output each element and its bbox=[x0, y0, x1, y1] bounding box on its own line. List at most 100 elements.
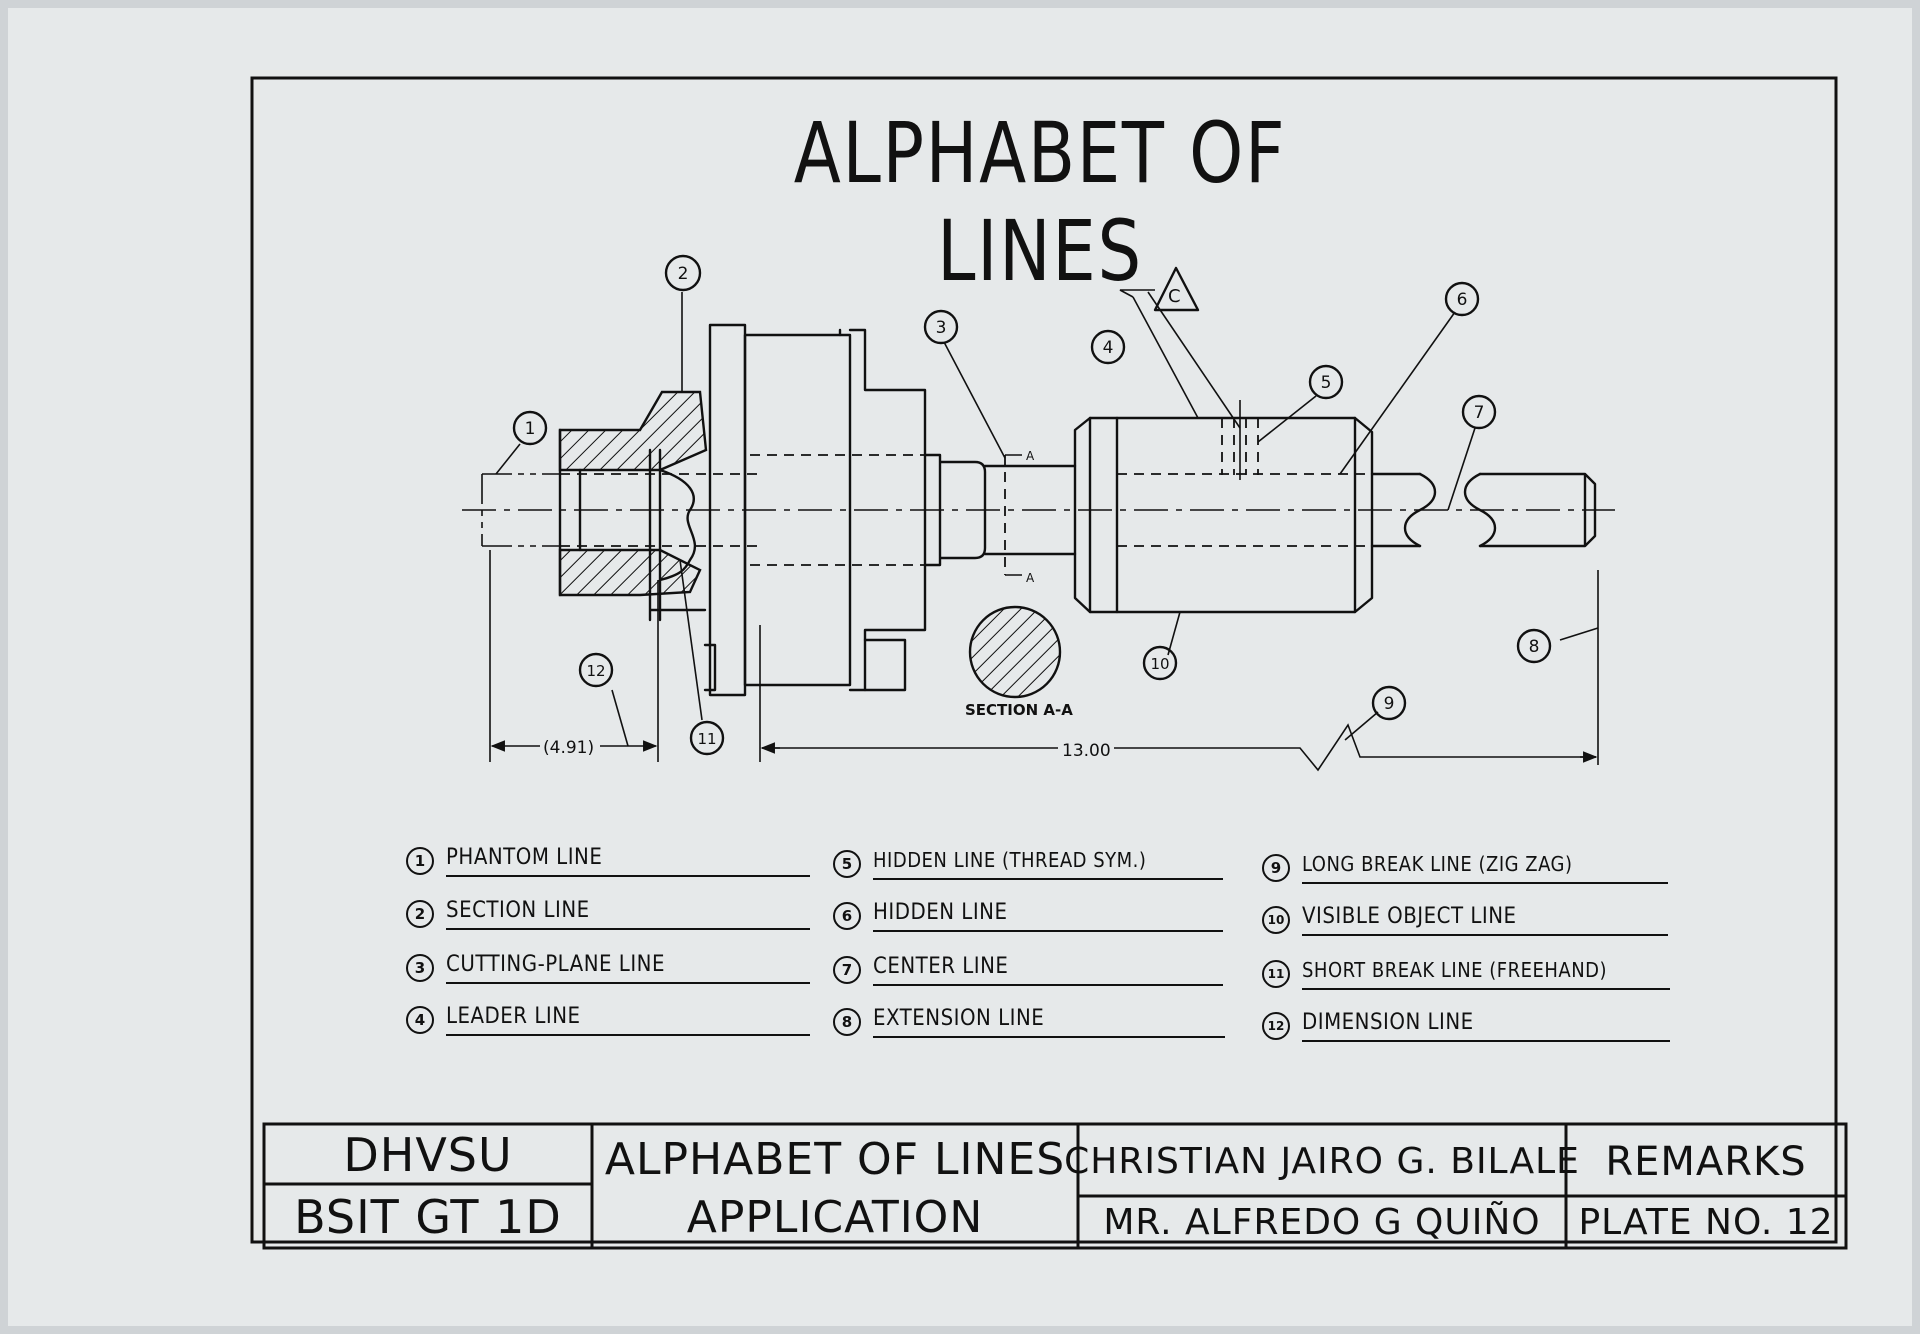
legend-item-4: 4 LEADER LINE bbox=[406, 1004, 810, 1038]
flange-hidden bbox=[750, 454, 925, 566]
legend-label: HIDDEN LINE (THREAD SYM.) bbox=[873, 848, 1223, 880]
leader-9 bbox=[1344, 711, 1379, 741]
svg-text:11: 11 bbox=[697, 730, 716, 748]
svg-text:2: 2 bbox=[678, 264, 689, 284]
callout-3: 3 bbox=[923, 309, 959, 345]
callout-5: 5 bbox=[1308, 364, 1344, 400]
legend-label: PHANTOM LINE bbox=[446, 845, 810, 877]
page-title: ALPHABET OF LINES bbox=[793, 104, 1287, 300]
shaft-end bbox=[1478, 472, 1597, 548]
callout-8: 8 bbox=[1516, 628, 1552, 664]
svg-text:9: 9 bbox=[1384, 694, 1395, 714]
legend-item-8: 8 EXTENSION LINE bbox=[833, 1006, 1225, 1040]
legend-item-11: 11 SHORT BREAK LINE (FREEHAND) bbox=[1262, 958, 1670, 992]
cutting-plane-arrows bbox=[1005, 454, 1022, 576]
svg-text:4: 4 bbox=[1103, 338, 1114, 358]
leader-6 bbox=[1339, 311, 1456, 475]
legend-label: SHORT BREAK LINE (FREEHAND) bbox=[1302, 958, 1670, 990]
title-block-student: CHRISTIAN JAIRO G. BILALE bbox=[1064, 1140, 1580, 1182]
legend-number: 10 bbox=[1262, 906, 1290, 934]
leader-11 bbox=[679, 559, 703, 721]
legend-number: 12 bbox=[1262, 1012, 1290, 1040]
long-break-line bbox=[762, 723, 1596, 772]
small-shaft bbox=[1370, 472, 1422, 548]
paper bbox=[8, 8, 1912, 1326]
leader-5 bbox=[1257, 395, 1317, 443]
title-block-school: DHVSU bbox=[343, 1128, 513, 1182]
title-block-grid bbox=[262, 1122, 1848, 1250]
legend-number: 11 bbox=[1262, 960, 1290, 988]
nut-outline bbox=[558, 428, 582, 597]
dimension-left-value: (4.91) bbox=[543, 738, 594, 758]
leader-8 bbox=[1559, 627, 1599, 641]
callout-1: 1 bbox=[512, 410, 548, 446]
phantom-outline bbox=[481, 473, 560, 547]
legend-number: 2 bbox=[406, 900, 434, 928]
title-block-instructor: MR. ALFREDO G QUIÑO bbox=[1103, 1201, 1541, 1243]
legend-number: 8 bbox=[833, 1008, 861, 1036]
legend-label: LEADER LINE bbox=[446, 1004, 810, 1036]
svg-text:1: 1 bbox=[525, 419, 536, 439]
cylinder-body bbox=[1073, 416, 1374, 614]
nut-section-top bbox=[558, 390, 708, 472]
shaft-break-left bbox=[1403, 472, 1437, 548]
legend-number: 4 bbox=[406, 1006, 434, 1034]
legend-item-6: 6 HIDDEN LINE bbox=[833, 900, 1223, 934]
callout-11: 11 bbox=[689, 720, 725, 756]
neck-shaft bbox=[983, 464, 1077, 556]
legend-label: CENTER LINE bbox=[873, 954, 1223, 986]
legend-label: SECTION LINE bbox=[446, 898, 810, 930]
svg-text:12: 12 bbox=[586, 662, 605, 680]
neck bbox=[923, 453, 987, 567]
leader-1 bbox=[495, 443, 521, 475]
legend-label: EXTENSION LINE bbox=[873, 1006, 1225, 1038]
flange-body bbox=[743, 333, 852, 687]
legend-label: HIDDEN LINE bbox=[873, 900, 1223, 932]
legend-label: CUTTING-PLANE LINE bbox=[446, 952, 810, 984]
leader-7 bbox=[1447, 427, 1476, 511]
leader-4b bbox=[1147, 291, 1241, 429]
cylinder-chamfer-lines bbox=[1088, 416, 1357, 614]
legend-number: 7 bbox=[833, 956, 861, 984]
legend-item-7: 7 CENTER LINE bbox=[833, 954, 1223, 988]
cylinder-hidden-6 bbox=[1117, 473, 1372, 547]
legend-item-2: 2 SECTION LINE bbox=[406, 898, 810, 932]
flange-plate bbox=[708, 323, 747, 697]
title-block-remarks: REMARKS bbox=[1605, 1139, 1807, 1185]
cutting-plane-letter-bottom: A bbox=[1026, 571, 1035, 585]
svg-text:5: 5 bbox=[1321, 373, 1332, 393]
surface-symbol: C bbox=[1168, 286, 1181, 307]
flange-step bbox=[848, 328, 927, 692]
callout-6: 6 bbox=[1444, 281, 1480, 317]
callout-10: 10 bbox=[1142, 645, 1178, 681]
legend-number: 3 bbox=[406, 954, 434, 982]
leader-10 bbox=[1167, 611, 1181, 656]
legend-number: 1 bbox=[406, 847, 434, 875]
surface-triangle bbox=[1153, 266, 1200, 312]
section-label: SECTION A-A bbox=[965, 701, 1073, 719]
title-block-drawing-subtitle: APPLICATION bbox=[686, 1191, 984, 1243]
legend-item-3: 3 CUTTING-PLANE LINE bbox=[406, 952, 810, 986]
leader-3 bbox=[943, 341, 1006, 459]
legend-number: 6 bbox=[833, 902, 861, 930]
legend-item-10: 10 VISIBLE OBJECT LINE bbox=[1262, 904, 1668, 938]
callout-12: 12 bbox=[578, 652, 614, 688]
legend-label: VISIBLE OBJECT LINE bbox=[1302, 904, 1668, 936]
callout-2: 2 bbox=[664, 254, 702, 292]
dimension-main-value: 13.00 bbox=[1062, 741, 1111, 761]
title-block-section: BSIT GT 1D bbox=[294, 1190, 562, 1244]
flange-thin bbox=[648, 448, 707, 622]
title-block-plate: PLATE NO. 12 bbox=[1578, 1201, 1834, 1243]
title-block-drawing-title: ALPHABET OF LINES bbox=[604, 1133, 1066, 1185]
legend-number: 9 bbox=[1262, 854, 1290, 882]
shaft-break-right bbox=[1463, 472, 1497, 548]
drawing-border bbox=[250, 76, 1838, 1244]
cutting-plane-letter-top: A bbox=[1026, 449, 1035, 463]
svg-text:3: 3 bbox=[936, 318, 947, 338]
svg-text:7: 7 bbox=[1474, 403, 1485, 423]
